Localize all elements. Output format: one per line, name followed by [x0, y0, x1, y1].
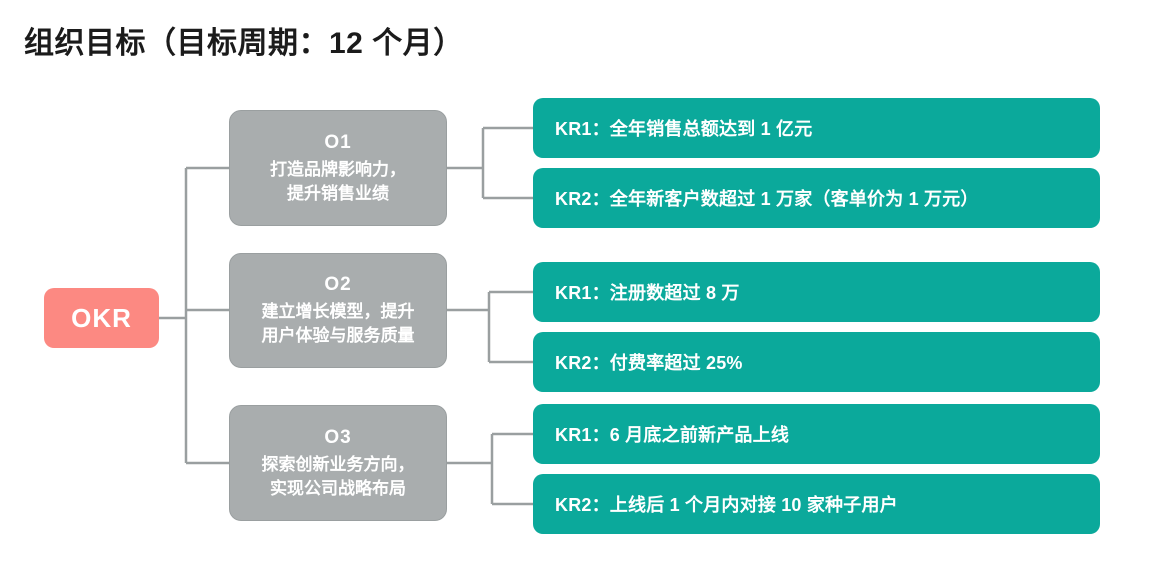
page-title: 组织目标（目标周期：12 个月）: [24, 27, 464, 60]
key-result-o3-kr1[interactable]: KR1：6 月底之前新产品上线: [533, 404, 1100, 464]
key-result-o3-kr2[interactable]: KR2：上线后 1 个月内对接 10 家种子用户: [533, 474, 1100, 534]
objective-description: 建立增长模型，提升 用户体验与服务质量: [261, 302, 415, 346]
objective-code: O1: [324, 131, 352, 153]
key-result-o1-kr1[interactable]: KR1：全年销售总额达到 1 亿元: [533, 98, 1100, 158]
key-result-o2-kr1[interactable]: KR1：注册数超过 8 万: [533, 262, 1100, 322]
key-result-o2-kr2[interactable]: KR2：付费率超过 25%: [533, 332, 1100, 392]
objective-code: O3: [324, 426, 352, 448]
objective-node-o1[interactable]: O1 打造品牌影响力， 提升销售业绩: [229, 110, 447, 226]
objective-description: 打造品牌影响力， 提升销售业绩: [270, 159, 406, 203]
okr-root-node[interactable]: OKR: [44, 288, 159, 348]
objective-description: 探索创新业务方向， 实现公司战略布局: [261, 454, 415, 498]
key-result-o1-kr2[interactable]: KR2：全年新客户数超过 1 万家（客单价为 1 万元）: [533, 168, 1100, 228]
objective-code: O2: [324, 274, 352, 296]
objective-node-o2[interactable]: O2 建立增长模型，提升 用户体验与服务质量: [229, 253, 447, 368]
objective-node-o3[interactable]: O3 探索创新业务方向， 实现公司战略布局: [229, 405, 447, 521]
